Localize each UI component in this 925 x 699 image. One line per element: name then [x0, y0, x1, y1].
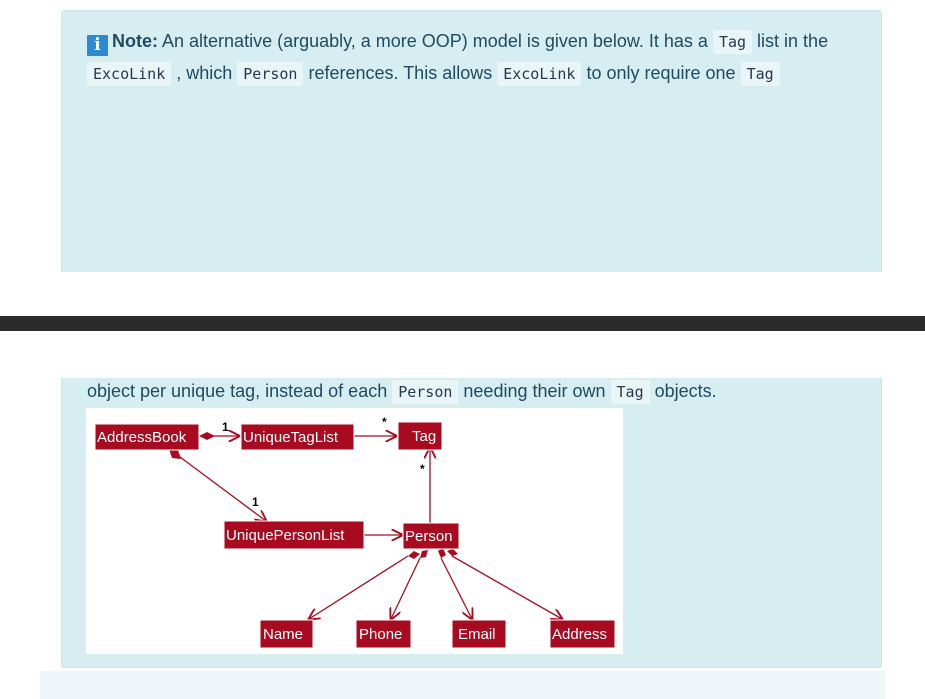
note-text: , which: [171, 63, 238, 83]
class-addressbook-box: [94, 423, 200, 451]
composition-diamond-addressbook-taglist: [199, 432, 215, 440]
class-name-box: [259, 619, 314, 649]
note-text: An alternative (arguably, a more OOP) mo…: [158, 31, 713, 51]
mult-taglist-tag: *: [382, 415, 387, 429]
class-person: Person: [405, 528, 453, 545]
class-uniquepersonlist-box: [223, 520, 365, 550]
class-email: Email: [458, 626, 496, 643]
note-text: references. This allows: [303, 63, 498, 83]
class-tag: Tag: [412, 428, 436, 445]
class-uniquepersonlist: UniquePersonList: [226, 527, 345, 544]
inline-code: Tag: [610, 380, 650, 404]
class-person-box: [402, 522, 460, 550]
composition-diamond-person-address: [447, 549, 458, 556]
class-address: Address: [552, 626, 607, 643]
inline-code: Tag: [740, 62, 780, 86]
edge-person-name: [309, 555, 409, 619]
note-body-top: An alternative (arguably, a more OOP) mo…: [87, 30, 829, 86]
mult-person-tag: *: [420, 462, 425, 476]
class-phone: Phone: [359, 626, 402, 643]
composition-diamond-person-email: [438, 548, 446, 558]
edge-person-email: [440, 557, 472, 619]
class-diagram-svg: 1 * * 1 AddressBook UniqueTagList Tag Un…: [94, 415, 616, 649]
edge-person-address: [451, 555, 562, 619]
class-phone-box: [355, 619, 412, 649]
class-diagram: 1 * * 1 AddressBook UniqueTagList Tag Un…: [86, 408, 623, 654]
note-text: list in the: [752, 31, 829, 51]
class-uniquetaglist-box: [240, 423, 355, 451]
inline-code: ExcoLink: [87, 62, 172, 86]
class-addressbook: AddressBook: [97, 429, 187, 446]
note-text: objects.: [649, 381, 717, 401]
note-body-bottom: object per unique tag, instead of each P…: [87, 380, 717, 404]
composition-diamond-person-name: [408, 551, 420, 559]
class-uniquetaglist: UniqueTagList: [243, 429, 339, 446]
note-text-bottom: object per unique tag, instead of each P…: [87, 376, 861, 408]
note-text: to only require one: [581, 63, 741, 83]
composition-diamond-person-phone: [420, 550, 428, 558]
edge-addressbook-uniquepersonlist: [175, 453, 266, 521]
class-email-box: [451, 619, 507, 649]
inline-code: Person: [237, 62, 304, 86]
inline-code: Person: [392, 380, 459, 404]
class-address-box: [549, 619, 616, 649]
note-label: Note:: [112, 31, 158, 51]
info-icon: i: [87, 35, 108, 56]
mult-book-taglist: 1: [222, 420, 229, 434]
inline-code: Tag: [712, 30, 753, 54]
note-text: needing their own: [458, 381, 611, 401]
class-name: Name: [263, 626, 303, 643]
class-tag-box: [397, 421, 443, 451]
note-text: object per unique tag, instead of each: [87, 381, 393, 401]
next-section-strip: [40, 671, 885, 699]
inline-code: ExcoLink: [497, 62, 582, 86]
edge-person-phone: [391, 557, 421, 619]
composition-diamond-addressbook-personlist: [169, 449, 181, 459]
page-divider: [0, 316, 925, 331]
mult-book-personlist: 1: [252, 495, 259, 509]
